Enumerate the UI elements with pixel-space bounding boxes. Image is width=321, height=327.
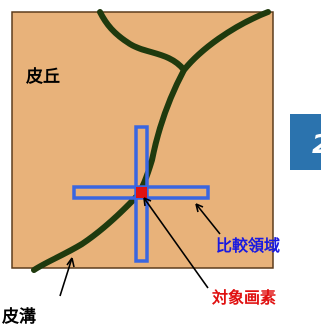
skin-surface: [11, 11, 274, 269]
edge-badge-text: 2: [312, 130, 321, 160]
furrow-pointer-arrowhead: [66, 257, 75, 268]
target-pixel: [136, 187, 147, 198]
upper-furrow: [97, 9, 187, 73]
comparison-region-label: 比較領域: [216, 236, 280, 255]
region-pointer: [195, 203, 221, 235]
region-pointer-arrowhead: [195, 203, 204, 213]
ridge-label: 皮丘: [26, 66, 60, 87]
target-pixel-label: 対象画素: [211, 288, 276, 307]
furrow-pointer: [59, 257, 73, 297]
target-pointer-arrowhead: [143, 197, 152, 207]
target-pointer: [143, 197, 209, 289]
edge-badge: 2: [290, 114, 321, 170]
furrow-label: 皮溝: [2, 306, 36, 327]
edge-badge-box: [290, 114, 321, 170]
